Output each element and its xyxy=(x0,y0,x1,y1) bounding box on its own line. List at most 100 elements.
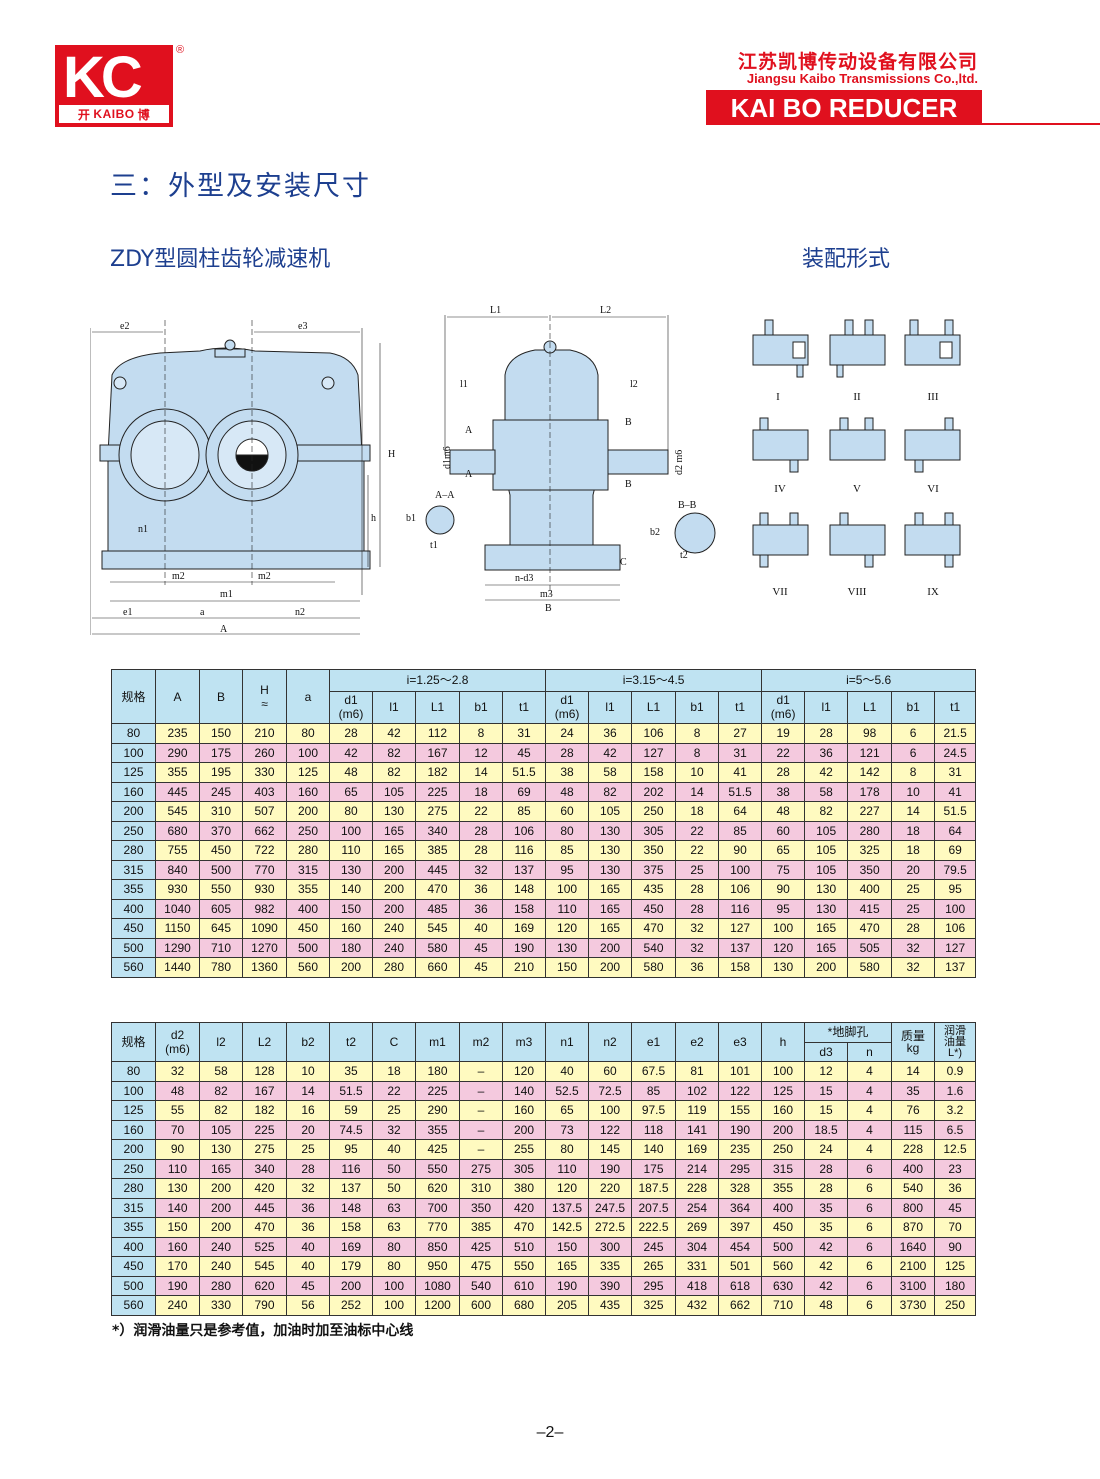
table-cell: 305 xyxy=(631,820,677,841)
table-cell: 340 xyxy=(242,1158,287,1179)
table-cell: 67.5 xyxy=(631,1061,676,1082)
table-cell: 870 xyxy=(891,1217,936,1238)
svg-text:H: H xyxy=(388,449,395,460)
table-cell: – xyxy=(459,1080,503,1101)
table-cell: 260 xyxy=(242,742,287,763)
table-cell: 158 xyxy=(631,762,677,783)
table-cell: 51.5 xyxy=(329,1080,373,1101)
svg-text:a: a xyxy=(200,607,205,618)
table-cell: 160 xyxy=(502,1100,546,1121)
table-cell: 64 xyxy=(934,820,977,841)
table-cell: 247.5 xyxy=(588,1197,632,1218)
table-cell: 272.5 xyxy=(588,1217,632,1238)
table-cell: 403 xyxy=(242,781,287,802)
table-cell: 500 xyxy=(199,859,243,880)
table-cell: 28 xyxy=(459,820,503,841)
table-cell: 470 xyxy=(631,918,677,939)
table-cell: 60 xyxy=(588,1061,632,1082)
table-cell: 269 xyxy=(675,1217,719,1238)
table-cell: 25 xyxy=(675,859,720,880)
table-cell: 400 xyxy=(111,1236,156,1257)
table-cell: 6 xyxy=(846,1295,893,1316)
svg-text:B: B xyxy=(625,417,632,428)
table-cell: 100 xyxy=(286,742,330,763)
table-cell: 25 xyxy=(891,879,936,900)
table-cell: 12 xyxy=(804,1061,848,1082)
table-cell: 12 xyxy=(459,742,503,763)
svg-text:A: A xyxy=(220,624,228,635)
table-cell: 165 xyxy=(372,840,416,861)
table-cell: 364 xyxy=(718,1197,762,1218)
table-cell: 540 xyxy=(891,1178,936,1199)
table-cell: 32 xyxy=(155,1061,200,1082)
table-cell: 290 xyxy=(415,1100,460,1121)
table-cell: 42 xyxy=(372,723,416,744)
svg-text:b1: b1 xyxy=(406,513,416,524)
table-cell: 28 xyxy=(459,840,503,861)
table-cell: 118 xyxy=(631,1119,676,1140)
table-cell: 755 xyxy=(155,840,200,861)
table-cell: 501 xyxy=(718,1256,762,1277)
logo-cn-left: 开 xyxy=(77,107,91,122)
table-cell: 435 xyxy=(588,1295,632,1316)
table-cell: 1090 xyxy=(242,918,287,939)
col-B: B xyxy=(199,669,243,724)
table-cell: 105 xyxy=(804,859,849,880)
table-cell: 125 xyxy=(111,762,156,783)
table-cell: 120 xyxy=(545,1178,589,1199)
table-cell: 130 xyxy=(329,859,373,880)
table-cell: 240 xyxy=(372,918,416,939)
table-cell: 6 xyxy=(846,1236,893,1257)
table-cell: 140 xyxy=(631,1139,676,1160)
table-cell: 125 xyxy=(761,1080,805,1101)
table-cell: 450 xyxy=(286,918,330,939)
table-cell: 182 xyxy=(242,1100,287,1121)
table-cell: 200 xyxy=(761,1119,805,1140)
table-cell: 545 xyxy=(415,918,460,939)
table-cell: 400 xyxy=(847,879,893,900)
table-cell: 167 xyxy=(242,1080,287,1101)
table-cell: 500 xyxy=(111,937,156,958)
table-cell: 12.5 xyxy=(934,1139,977,1160)
table-cell: 165 xyxy=(199,1158,243,1179)
svg-text:B–B: B–B xyxy=(678,500,697,511)
table-cell: 550 xyxy=(199,879,243,900)
subcol-1-1: d1 (m6) xyxy=(329,690,373,725)
table-cell: 75 xyxy=(761,859,806,880)
table-cell: 500 xyxy=(111,1275,156,1296)
table-cell: 200 xyxy=(588,937,633,958)
table-cell: 400 xyxy=(111,898,156,919)
table-cell: 425 xyxy=(415,1139,460,1160)
table-cell: 840 xyxy=(155,859,200,880)
table-cell: 1360 xyxy=(242,957,287,978)
table-cell: 130 xyxy=(199,1139,243,1160)
svg-text:b2: b2 xyxy=(650,527,660,538)
table-cell: 200 xyxy=(111,801,156,822)
table-cell: 59 xyxy=(329,1100,373,1121)
table-cell: 6 xyxy=(846,1197,893,1218)
table-cell: 35 xyxy=(804,1197,848,1218)
table-cell: 28 xyxy=(675,898,720,919)
table-cell: 142 xyxy=(847,762,893,783)
table-cell: 15 xyxy=(804,1100,848,1121)
table-cell: 165 xyxy=(588,898,633,919)
table-cell: 300 xyxy=(588,1236,632,1257)
table-cell: 80 xyxy=(111,1061,156,1082)
table-cell: 200 xyxy=(502,1119,546,1140)
svg-text:A: A xyxy=(465,469,473,480)
table-cell: 250 xyxy=(111,1158,156,1179)
table-cell: 275 xyxy=(459,1158,503,1179)
table-cell: 158 xyxy=(329,1217,373,1238)
table-cell: 80 xyxy=(372,1236,416,1257)
table-cell: 32 xyxy=(459,859,503,880)
subcol-1-3: L1 xyxy=(415,690,460,725)
table-cell: 315 xyxy=(111,859,156,880)
table-cell: 31 xyxy=(501,723,547,744)
table-cell: 82 xyxy=(588,781,633,802)
logo-strip-text: KAIBO xyxy=(93,107,135,121)
table-cell: 1080 xyxy=(415,1275,460,1296)
table-cell: – xyxy=(459,1119,503,1140)
